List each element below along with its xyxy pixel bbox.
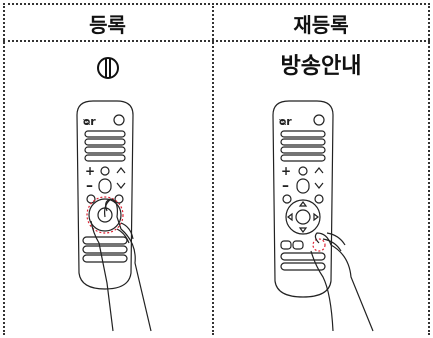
svg-text:–: – [86, 178, 93, 194]
column-header-register: 등록 [89, 13, 126, 37]
column-header-reregister: 재등록 [293, 13, 349, 37]
instruction-table: 등록 재등록 방송안내 ᴓr + – [3, 3, 430, 335]
svg-text:+: + [85, 164, 95, 178]
column-divider [212, 3, 214, 335]
svg-text:–: – [282, 178, 289, 194]
table-left-border [3, 3, 5, 335]
svg-text:+: + [281, 164, 291, 178]
table-right-border [428, 3, 430, 335]
power-icon [97, 57, 119, 79]
svg-text:ᴓr: ᴓr [83, 115, 96, 128]
hand-pressing-button-illustration: ᴓr + – [272, 100, 374, 332]
header-divider [3, 40, 430, 42]
broadcast-guide-label: 방송안내 [280, 54, 362, 79]
svg-text:ᴓr: ᴓr [279, 115, 292, 128]
hand-pressing-wheel-illustration: ᴓr + – [76, 100, 152, 332]
table-top-border [3, 3, 430, 5]
